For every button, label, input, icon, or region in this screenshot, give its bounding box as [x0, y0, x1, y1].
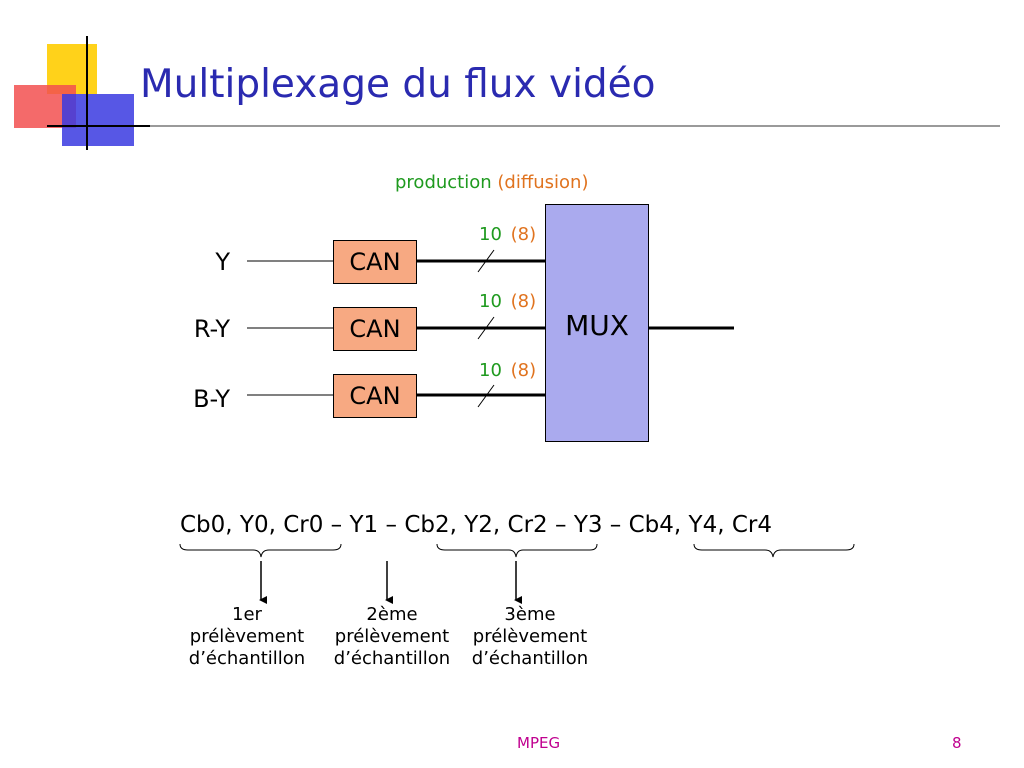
bits-diffusion-y: (8) — [510, 224, 537, 245]
sample-2-line-2: prélèvement — [334, 626, 450, 647]
mux-label: MUX — [565, 309, 629, 342]
bits-production-ry: 10 — [479, 291, 502, 312]
seq-sep-4: – — [602, 512, 629, 538]
bits-diffusion-ry: (8) — [510, 291, 537, 312]
can-box-y: CAN — [333, 240, 417, 284]
sample-1-line-2: prélèvement — [189, 626, 305, 647]
sample-1-line-3: d’échantillon — [188, 648, 306, 669]
sample-3-line-2: prélèvement — [472, 626, 588, 647]
seq-y3: Y3 — [573, 512, 603, 538]
sample-desc-2: 2ème prélèvement d’échantillon — [322, 604, 462, 670]
seq-sep-2: – — [378, 512, 405, 538]
bus-slash-y — [477, 249, 495, 273]
bits-diffusion-by: (8) — [510, 360, 537, 381]
seq-sep-3: – — [547, 512, 574, 538]
can-box-by: CAN — [333, 374, 417, 418]
sample-2-line-1: 2ème — [366, 604, 418, 625]
sample-sequence: Cb0, Y0, Cr0 – Y1 – Cb2, Y2, Cr2 – Y3 – … — [180, 512, 772, 538]
legend-production: production — [395, 172, 492, 193]
logo-blue-square — [62, 94, 134, 146]
legend-diffusion: (diffusion) — [497, 172, 589, 193]
brace-1 — [179, 543, 342, 558]
seq-sep-1: – — [323, 512, 350, 538]
page-number: 8 — [952, 734, 962, 752]
sample-2-line-3: d’échantillon — [333, 648, 451, 669]
input-label-by: B-Y — [193, 385, 230, 413]
bit-width-y: 10 (8) — [479, 224, 536, 245]
input-label-ry: R-Y — [193, 315, 230, 343]
footer-title: MPEG — [517, 734, 561, 752]
seq-group-3: Cb4, Y4, Cr4 — [628, 512, 772, 538]
can-box-ry: CAN — [333, 307, 417, 351]
slide-title: Multiplexage du flux vidéo — [140, 62, 656, 107]
seq-y1: Y1 — [349, 512, 379, 538]
brace-2 — [436, 543, 598, 558]
brace-3 — [693, 543, 855, 558]
seq-group-2: Cb2, Y2, Cr2 — [404, 512, 548, 538]
sample-desc-3: 3ème prélèvement d’échantillon — [460, 604, 600, 670]
bit-width-ry: 10 (8) — [479, 291, 536, 312]
sample-desc-1: 1er prélèvement d’échantillon — [177, 604, 317, 670]
bits-production-by: 10 — [479, 360, 502, 381]
bits-production-y: 10 — [479, 224, 502, 245]
bus-slash-by — [477, 384, 495, 408]
bus-slash-ry — [477, 316, 495, 340]
mux-box: MUX — [545, 204, 649, 442]
sample-1-line-1: 1er — [232, 604, 262, 625]
sample-3-line-1: 3ème — [504, 604, 556, 625]
sample-3-line-3: d’échantillon — [471, 648, 589, 669]
bit-width-by: 10 (8) — [479, 360, 536, 381]
input-label-y: Y — [215, 248, 230, 276]
seq-group-1: Cb0, Y0, Cr0 — [180, 512, 324, 538]
bit-legend: production (diffusion) — [395, 172, 588, 193]
